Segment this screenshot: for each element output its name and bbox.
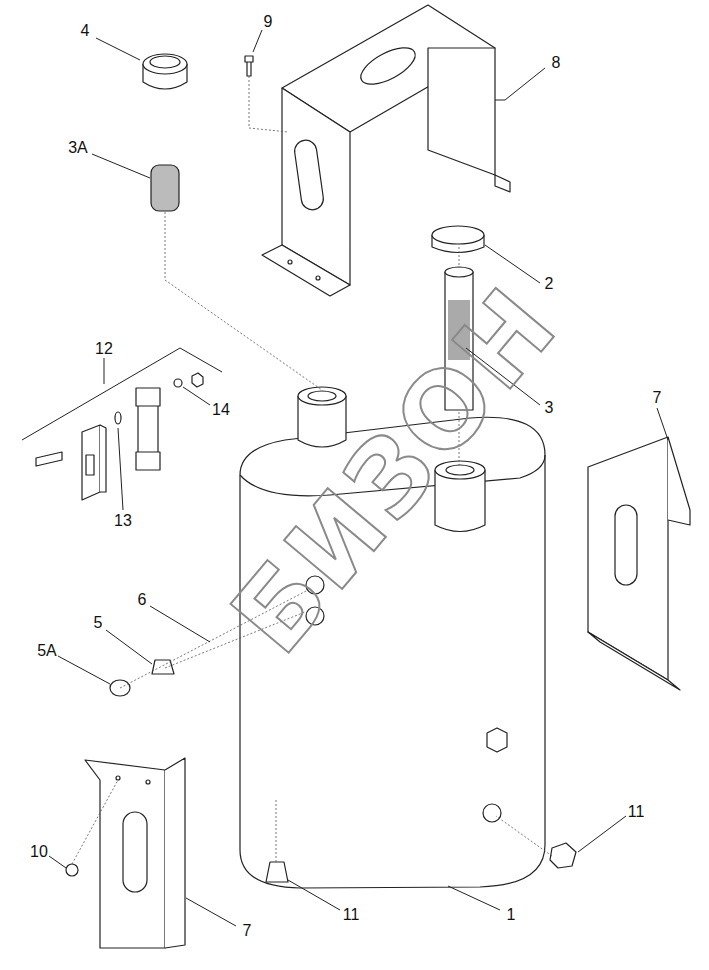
leader-line: [186, 898, 236, 926]
cap: [432, 226, 484, 244]
leader-line: [288, 880, 340, 910]
bracket-foot: [262, 245, 350, 296]
leader-line: [49, 856, 66, 868]
hole: [146, 780, 150, 784]
callout-number: 3A: [68, 140, 88, 156]
leader-line: [253, 30, 262, 52]
callout-number: 14: [212, 402, 230, 418]
assembly-line: [459, 247, 460, 268]
mount-bracket: [85, 760, 165, 948]
o-ring: [115, 412, 121, 424]
washer: [174, 379, 182, 387]
callout-number: 12: [95, 341, 113, 357]
callout-number: 4: [81, 23, 90, 39]
fitting: [152, 660, 174, 674]
callout-number: 5: [94, 615, 103, 631]
leader-line: [106, 630, 152, 664]
gauge-plate: [82, 425, 100, 500]
drain-plug: [266, 862, 288, 882]
leader-line: [58, 656, 110, 684]
bracket-leg: [428, 48, 495, 175]
assembly-line: [496, 816, 552, 856]
tank-neck: [298, 387, 346, 405]
bracket-foot: [495, 175, 510, 192]
callout-number: 1: [507, 907, 516, 923]
callout-number: 3: [545, 400, 554, 416]
hole: [316, 276, 320, 280]
callout-number: 11: [343, 907, 360, 923]
leader-line: [92, 154, 150, 178]
filter-tube: [445, 267, 473, 277]
bracket-line: [180, 348, 222, 372]
nut: [192, 373, 203, 387]
gauge-body: [136, 388, 160, 406]
assembly-line: [249, 76, 288, 132]
hole: [116, 776, 120, 780]
assembly-line: [72, 780, 118, 864]
gauge-slot: [86, 455, 94, 475]
leader-line: [495, 68, 545, 100]
mount-bracket: [668, 437, 690, 525]
leader-line: [118, 428, 123, 510]
bracket-slot: [123, 812, 147, 892]
callout-number: 10: [30, 844, 48, 860]
leader-line: [96, 38, 140, 60]
port: [483, 804, 501, 822]
gauge-bolt: [36, 452, 62, 466]
callout-number: 2: [545, 276, 554, 292]
assembly-line: [165, 212, 322, 390]
bracket-slot: [293, 139, 325, 211]
leader-line: [657, 408, 668, 440]
bracket-line: [22, 348, 180, 440]
callout-number: 8: [552, 55, 561, 71]
filler-cap: [150, 56, 180, 68]
strainer: [151, 165, 179, 211]
callout-number: 11: [628, 804, 645, 820]
callout-number: 9: [264, 14, 273, 30]
tank-neck: [308, 391, 336, 401]
nut: [66, 864, 78, 876]
port: [487, 728, 507, 752]
bracket-hole: [355, 40, 420, 91]
leader-line: [183, 387, 210, 405]
callout-number: 7: [243, 923, 252, 939]
drain-plug: [550, 843, 576, 868]
mount-bracket: [588, 632, 680, 690]
leader-line: [150, 606, 210, 642]
watermark: БИЗОН: [215, 270, 575, 671]
mount-bracket: [165, 758, 185, 948]
callout-number: 6: [138, 592, 147, 608]
leader-line: [448, 886, 500, 910]
leader-line: [578, 816, 626, 852]
assembly-line: [276, 800, 277, 862]
bracket-slot: [615, 505, 637, 585]
filler-cap: [143, 54, 187, 74]
gauge-body: [136, 452, 160, 470]
mount-bracket: [588, 437, 668, 680]
bolt: [245, 56, 253, 76]
callout-number: 7: [653, 390, 662, 406]
hole: [288, 260, 292, 264]
gauge-plate: [100, 425, 106, 492]
callout-number: 13: [114, 513, 132, 529]
callout-number: 5A: [37, 643, 57, 659]
bracket-line: [104, 358, 105, 384]
